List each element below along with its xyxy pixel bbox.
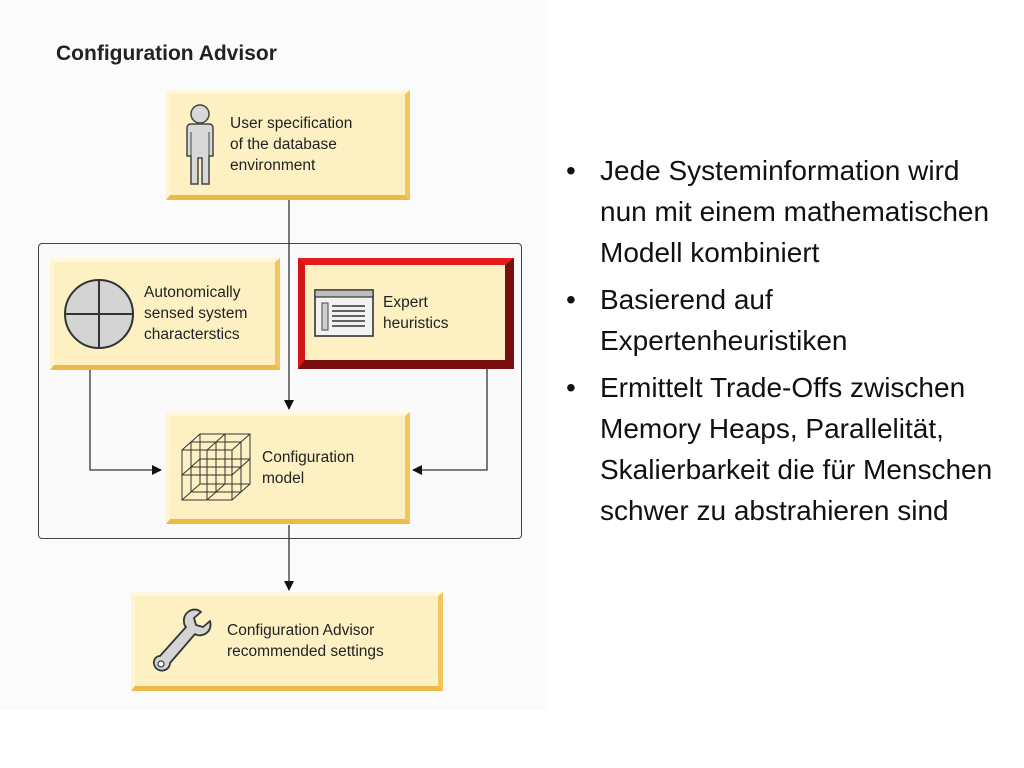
connector-arrows xyxy=(89,200,488,591)
bullet-item: • Ermittelt Trade-Offs zwischen Memory He… xyxy=(560,367,1000,531)
node-label-configuration-model: Configuration model xyxy=(262,448,355,487)
node-configuration-model: Configuration model xyxy=(166,412,410,524)
arrow-autonomic-to-model xyxy=(89,370,162,475)
node-label-expert: Expert heuristics xyxy=(383,293,449,332)
bullet-marker: • xyxy=(566,372,576,403)
bullet-marker: • xyxy=(566,155,576,186)
bullet-text: Ermittelt Trade-Offs zwischen Memory Hea… xyxy=(600,372,993,526)
person-icon xyxy=(170,102,230,188)
bullet-item: • Basierend auf Expertenheuristiken xyxy=(560,279,1000,361)
diagram-title: Configuration Advisor xyxy=(56,42,277,65)
crosshair-globe-icon xyxy=(54,276,144,352)
node-label-user-specification: User specification of the database envir… xyxy=(230,115,353,174)
document-window-icon xyxy=(305,288,383,338)
bullet-list: • Jede Systeminformation wird nun mit ein… xyxy=(560,150,1000,537)
wrench-icon xyxy=(135,606,227,676)
node-label-autonomic: Autonomically sensed system charactersti… xyxy=(144,284,248,343)
arrow-expert-to-model xyxy=(412,369,488,475)
bullet-marker: • xyxy=(566,284,576,315)
bullet-text: Jede Systeminformation wird nun mit eine… xyxy=(600,155,990,268)
bullet-text: Basierend auf Expertenheuristiken xyxy=(600,284,848,356)
bullet-item: • Jede Systeminformation wird nun mit ein… xyxy=(560,150,1000,273)
wireframe-cube-icon xyxy=(170,428,262,508)
node-expert-heuristics: Expert heuristics xyxy=(298,258,514,369)
node-autonomic-characteristics: Autonomically sensed system charactersti… xyxy=(50,258,280,370)
node-recommended-settings: Configuration Advisor recommended settin… xyxy=(131,592,443,691)
node-label-recommended-settings: Configuration Advisor recommended settin… xyxy=(227,622,384,660)
node-user-specification: User specification of the database envir… xyxy=(166,90,410,200)
